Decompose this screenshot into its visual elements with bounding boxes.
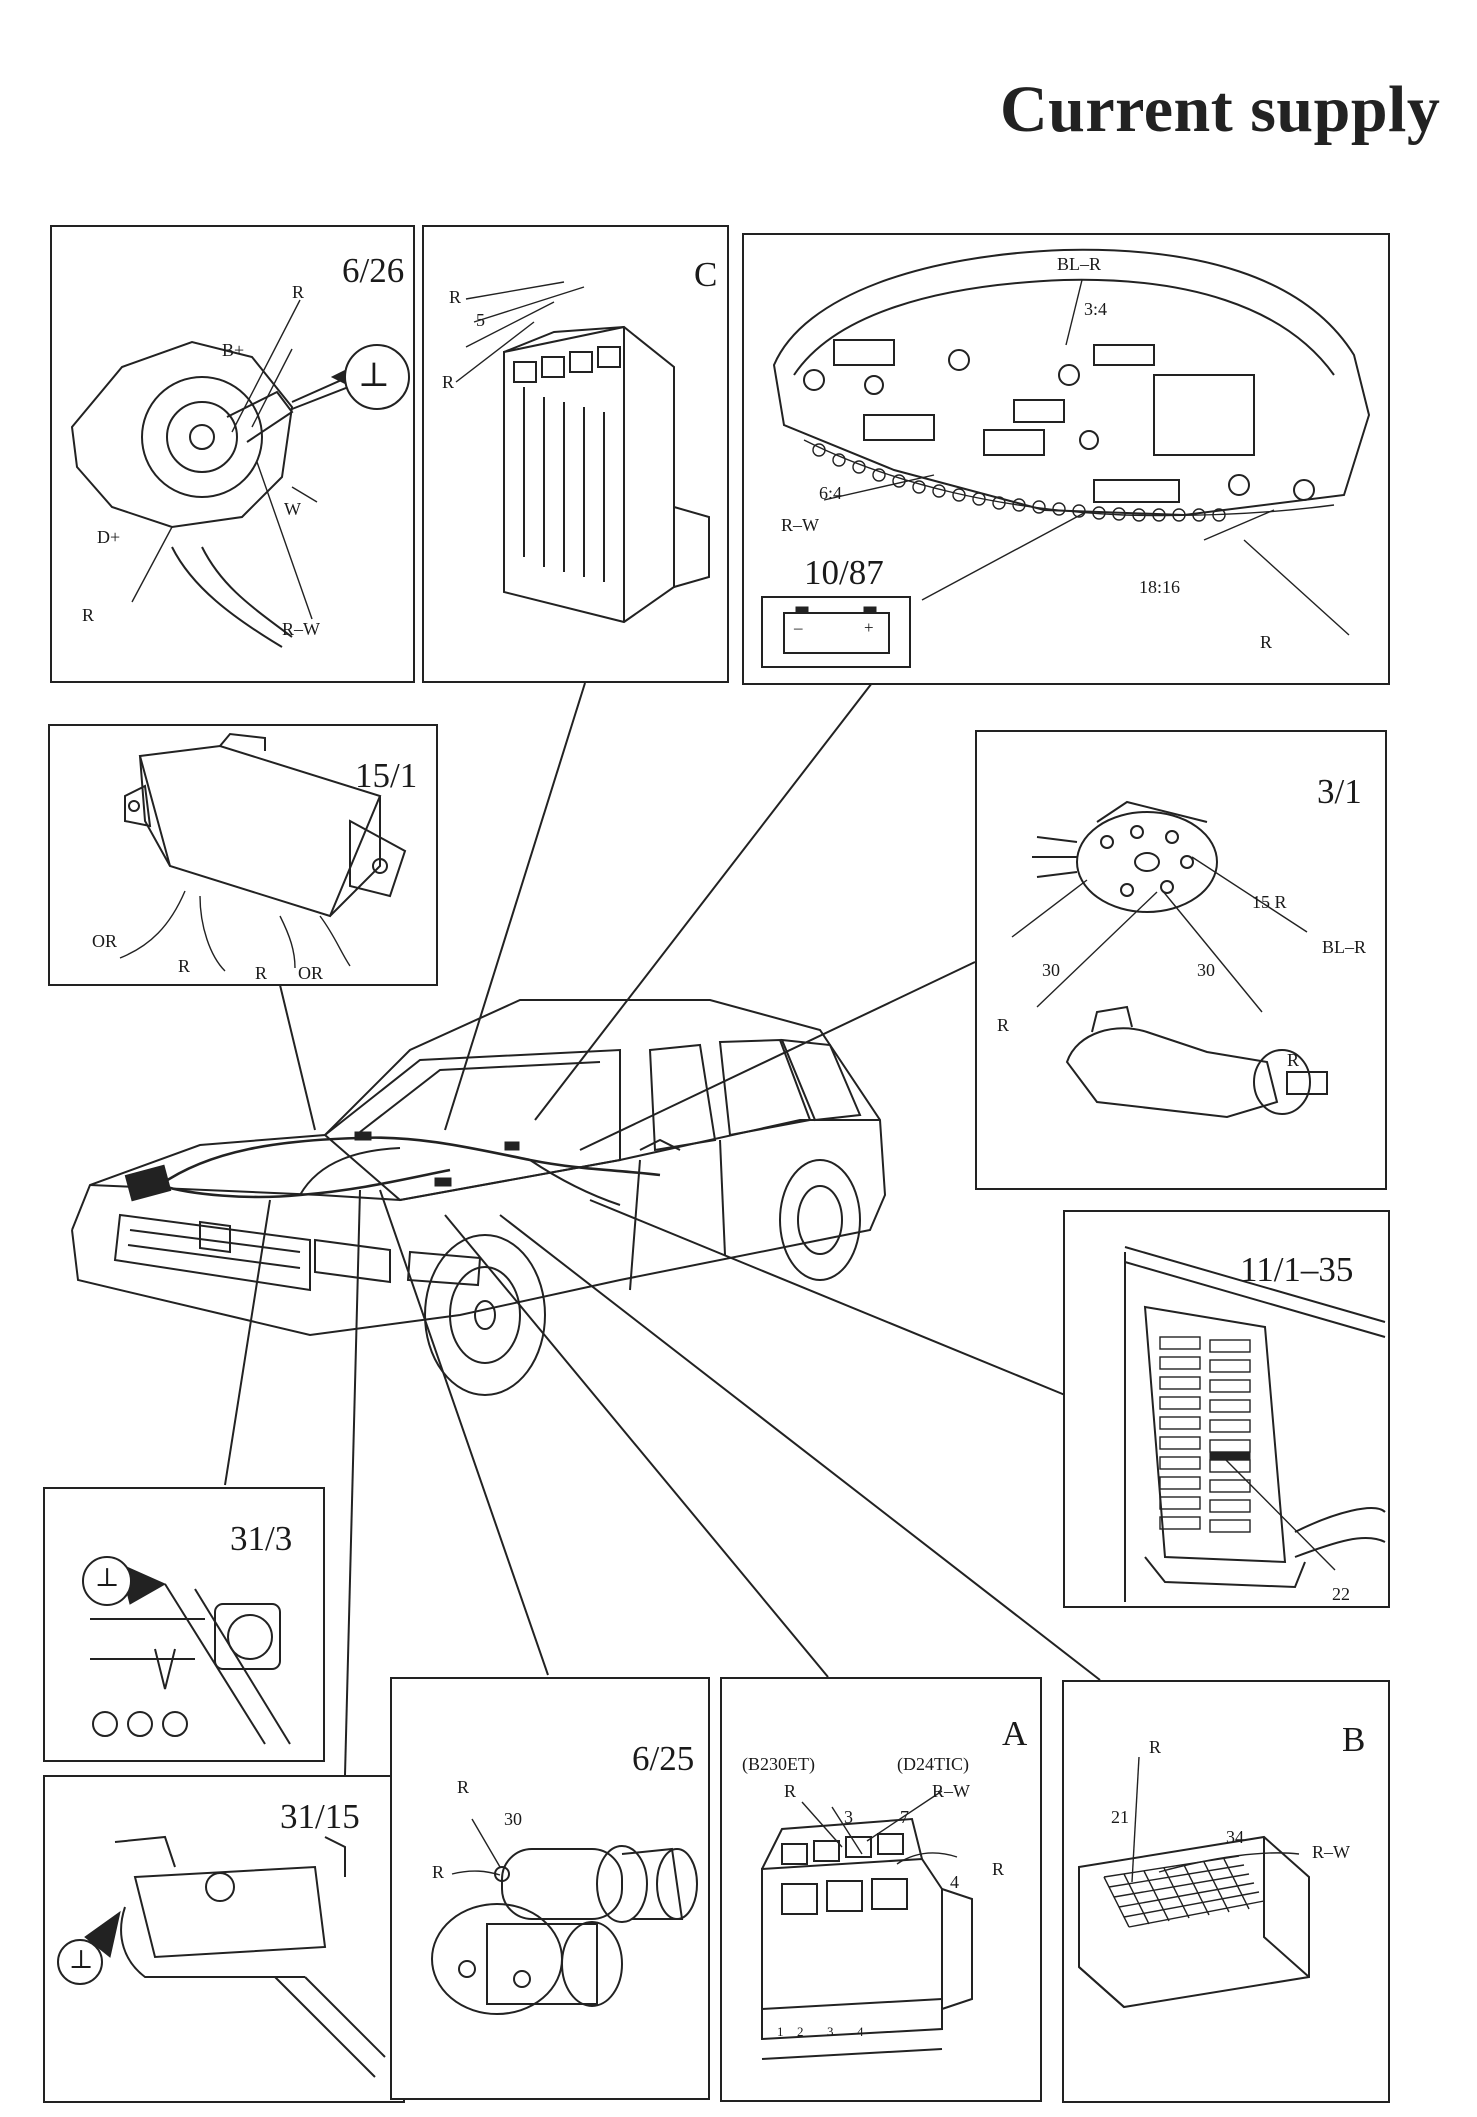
label-or: OR (298, 963, 324, 983)
panel-id: 31/3 (230, 1519, 293, 1558)
pin-3: 3 (827, 2024, 834, 2039)
label-or: OR (92, 931, 118, 951)
battery-minus: – (794, 618, 803, 637)
label-r: R (432, 1862, 445, 1882)
label-7: 7 (900, 1807, 909, 1827)
label-34: 34 (1226, 1827, 1244, 1847)
starter-motor-illustration (431, 1818, 698, 2015)
panel-connector-b: B R 21 34 R–W (1062, 1680, 1390, 2103)
connector-b-illustration (1078, 1756, 1310, 2009)
label-r: R (255, 963, 268, 983)
panel-ground-point-31-15: 31/15 ⊥ (43, 1775, 405, 2103)
label-r: R (1149, 1737, 1162, 1757)
label-r: R (1287, 1050, 1300, 1070)
label-r: R (449, 287, 462, 307)
control-unit-illustration (119, 732, 407, 972)
label-3: 3 (844, 1807, 853, 1827)
label-r-w: R–W (1312, 1842, 1350, 1862)
label-b-plus: B+ (222, 340, 245, 360)
pin-2: 2 (797, 2024, 804, 2039)
pin-4: 4 (857, 2024, 864, 2039)
label-r: R (784, 1781, 797, 1801)
instrument-cluster-illustration (761, 248, 1371, 668)
label-5: 5 (476, 310, 485, 330)
connector-c-illustration (455, 281, 710, 624)
panel-id: 15/1 (355, 756, 418, 795)
label-w: W (284, 499, 301, 519)
ground-icon: ⊥ (95, 1563, 120, 1592)
label-22: 22 (1332, 1584, 1350, 1604)
panel-id: C (694, 255, 718, 294)
label-4: 4 (950, 1872, 959, 1892)
label-r: R (292, 282, 305, 302)
panel-id: A (1002, 1714, 1028, 1753)
label-18-16: 18:16 (1139, 577, 1181, 597)
label-r-w: R–W (781, 515, 819, 535)
alternator-illustration (70, 299, 410, 648)
label-r: R (1260, 632, 1273, 652)
panel-id: 6/25 (632, 1739, 695, 1778)
label-r: R (82, 605, 95, 625)
panel-alternator-6-26: 6/26 R B+ W D+ R R–W ⊥ (50, 225, 415, 683)
pin-1: 1 (777, 2024, 784, 2039)
panel-ground-point-31-3: 31/3 ⊥ (43, 1487, 325, 1762)
ground-icon: ⊥ (358, 357, 390, 394)
label-bl-r: BL–R (1322, 937, 1367, 957)
label-b230et: (B230ET) (742, 1754, 815, 1774)
panel-connector-a: A (B230ET) (D24TIC) R R–W 3 7 R 4 1 2 3 … (720, 1677, 1042, 2102)
car-illustration (60, 990, 900, 1450)
panel-id: 6/26 (342, 251, 405, 290)
label-d24tic: (D24TIC) (897, 1754, 969, 1774)
label-30: 30 (504, 1809, 522, 1829)
connector-a-illustration (761, 1790, 973, 2060)
panel-fuse-box-11-1-35: 11/1–35 22 (1063, 1210, 1390, 1608)
label-r-w: R–W (932, 1781, 970, 1801)
label-21: 21 (1111, 1807, 1129, 1827)
panel-instrument-cluster-10-87: 10/87 – + BL–R 3:4 6:4 R–W 18:16 R (742, 233, 1390, 685)
label-d-plus: D+ (97, 527, 121, 547)
label-r: R (178, 956, 191, 976)
label-r: R (442, 372, 455, 392)
page-title: Current supply (1000, 73, 1441, 146)
panel-starter-motor-6-25: 6/25 R 30 R (390, 1677, 710, 2100)
panel-connector-c: C R 5 R (422, 225, 729, 683)
label-r-w: R–W (282, 619, 320, 639)
label-30: 30 (1197, 960, 1215, 980)
label-15-r: 15 R (1252, 892, 1287, 912)
label-r: R (992, 1859, 1005, 1879)
label-6-4: 6:4 (819, 483, 843, 503)
ground-icon: ⊥ (69, 1945, 94, 1974)
fuse-box-illustration (1124, 1246, 1386, 1602)
ground-point-31-15-illustration (57, 1835, 386, 2078)
panel-control-unit-15-1: 15/1 OR R R OR (48, 724, 438, 986)
panel-id: 31/15 (280, 1797, 360, 1836)
label-bl-r: BL–R (1057, 254, 1102, 274)
panel-id: 11/1–35 (1240, 1250, 1354, 1289)
label-r: R (997, 1015, 1010, 1035)
battery-plus: + (864, 618, 874, 637)
ground-point-31-3-illustration (82, 1556, 291, 1745)
label-r: R (457, 1777, 470, 1797)
ignition-switch-illustration (1011, 800, 1328, 1119)
panel-ignition-switch-3-1: 3/1 15 R BL–R 30 30 R R (975, 730, 1387, 1190)
label-3-4: 3:4 (1084, 299, 1108, 319)
panel-id: 10/87 (804, 553, 884, 592)
panel-id: B (1342, 1720, 1366, 1759)
label-30: 30 (1042, 960, 1060, 980)
panel-id: 3/1 (1317, 772, 1362, 811)
